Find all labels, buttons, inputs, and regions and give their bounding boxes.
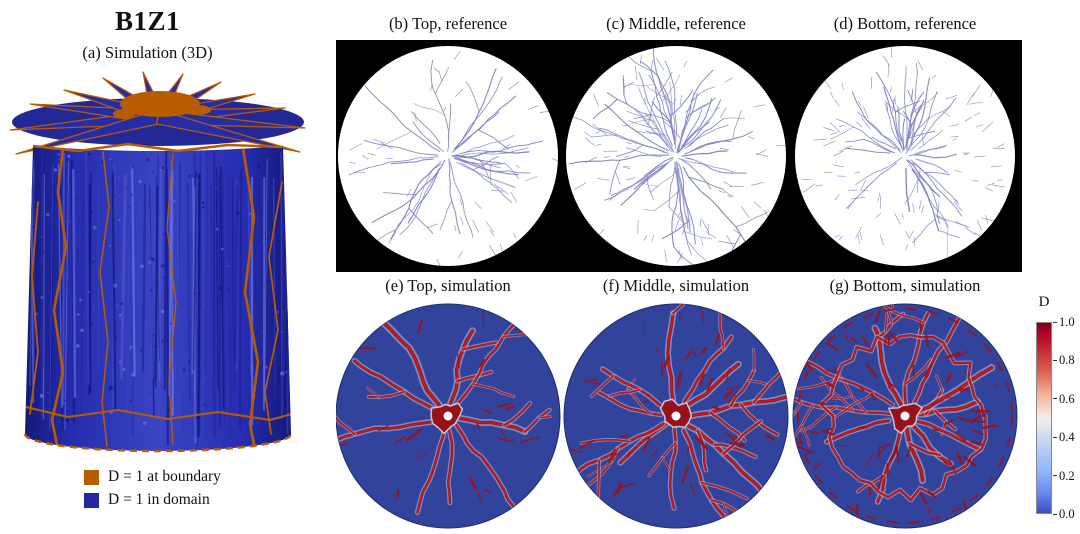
top-boundary-region bbox=[120, 91, 200, 117]
colorbar-tick-label: 0.2 bbox=[1059, 468, 1075, 483]
boundary-cracks bbox=[25, 146, 291, 451]
legend-swatch-boundary bbox=[84, 469, 99, 485]
colorbar-tickmark bbox=[1053, 436, 1057, 438]
damage-pattern bbox=[336, 310, 555, 515]
colorbar-title: D bbox=[1038, 294, 1050, 310]
colorbar-tick-label: 0.0 bbox=[1059, 507, 1075, 521]
panel-f-label: (f) Middle, simulation bbox=[602, 276, 750, 295]
panel-g-label: (g) Bottom, simulation bbox=[829, 276, 981, 295]
crack-pattern bbox=[801, 46, 1005, 261]
panel-e-label: (e) Top, simulation bbox=[385, 276, 511, 295]
colorbar bbox=[1036, 322, 1052, 514]
colorbar-tickmark bbox=[1053, 475, 1057, 477]
colorbar-tick-label: 0.6 bbox=[1059, 391, 1075, 406]
damage-pattern bbox=[793, 304, 1013, 524]
legend-swatch-domain bbox=[84, 492, 99, 508]
cylinder-texture bbox=[29, 149, 291, 446]
slice-disc bbox=[566, 46, 786, 266]
damage-pattern bbox=[564, 304, 788, 528]
panel-d-label: (d) Bottom, reference bbox=[833, 14, 977, 33]
borehole bbox=[671, 411, 681, 421]
borehole bbox=[443, 411, 453, 421]
simulation-3d-render bbox=[9, 71, 306, 453]
legend-label-domain: D = 1 in domain bbox=[108, 491, 210, 508]
colorbar-tickmark bbox=[1053, 321, 1057, 323]
borehole bbox=[900, 411, 910, 421]
legend-item-boundary: D = 1 at boundary bbox=[84, 468, 221, 486]
specimen-title: B1Z1 bbox=[114, 6, 181, 36]
colorbar-tick-label: 1.0 bbox=[1059, 315, 1075, 329]
simulation-slices-row bbox=[336, 300, 1022, 532]
slice-disc bbox=[338, 46, 558, 266]
panel-b-label: (b) Top, reference bbox=[388, 14, 508, 33]
panel-c-label: (c) Middle, reference bbox=[606, 14, 746, 33]
colorbar-tickmark bbox=[1053, 513, 1057, 515]
crack-pattern bbox=[348, 50, 558, 266]
colorbar-tick-label: 0.8 bbox=[1059, 353, 1075, 368]
colorbar-tickmark bbox=[1053, 359, 1057, 361]
panel-a-label: (a) Simulation (3D) bbox=[82, 43, 213, 62]
reference-slices-row bbox=[336, 40, 1022, 272]
slice-disc bbox=[795, 46, 1015, 266]
colorbar-tick-label: 0.4 bbox=[1059, 430, 1075, 445]
legend-item-domain: D = 1 in domain bbox=[84, 491, 221, 509]
legend: D = 1 at boundary D = 1 in domain bbox=[84, 468, 221, 514]
legend-label-boundary: D = 1 at boundary bbox=[108, 468, 221, 485]
colorbar-tickmark bbox=[1053, 398, 1057, 400]
crack-pattern bbox=[568, 46, 786, 266]
